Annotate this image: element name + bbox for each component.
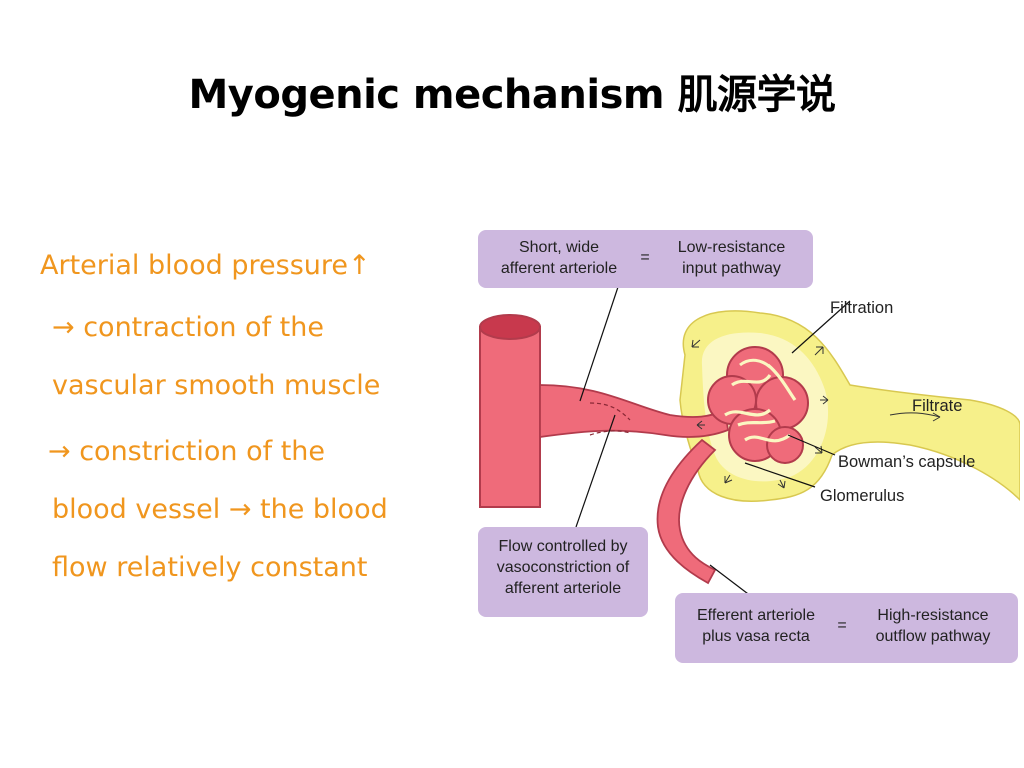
- top-box: Short, wide afferent arteriole = Low-res…: [478, 230, 813, 288]
- text-line-1: Arterial blood pressure↑: [40, 250, 371, 281]
- nephron-diagram: Short, wide afferent arteriole = Low-res…: [470, 225, 1020, 670]
- artery-cylinder: [479, 326, 541, 508]
- text-line-6: flow relatively constant: [52, 552, 368, 583]
- text-line-4: → constriction of the: [48, 436, 326, 467]
- left-box: Flow controlled by vasoconstriction of a…: [478, 527, 648, 617]
- bottom-box: Efferent arteriole plus vasa recta = Hig…: [675, 593, 1018, 663]
- nephron-illustration: [479, 286, 1020, 604]
- top-box-equals: =: [640, 249, 650, 266]
- artery-opening: [479, 314, 541, 340]
- label-filtrate: Filtrate: [912, 397, 963, 415]
- label-bowmans-capsule: Bowman’s capsule: [838, 453, 976, 471]
- efferent-arteriole: [656, 438, 717, 585]
- text-line-2: → contraction of the: [52, 312, 324, 343]
- slide-title: Myogenic mechanism 肌源学说: [188, 72, 836, 118]
- left-box-text: Flow controlled by vasoconstriction of a…: [496, 538, 630, 597]
- bottom-box-left-text: Efferent arteriole plus vasa recta: [697, 607, 815, 645]
- label-glomerulus: Glomerulus: [820, 487, 905, 505]
- text-line-3: vascular smooth muscle: [52, 370, 381, 401]
- bottom-box-equals: =: [837, 617, 847, 634]
- text-line-5: blood vessel → the blood: [52, 494, 388, 525]
- label-filtration: Filtration: [830, 299, 894, 317]
- top-box-right-text: Low-resistance input pathway: [677, 239, 786, 277]
- top-box-left-text: Short, wide afferent arteriole: [500, 239, 618, 277]
- filtrate-arrows: [691, 339, 941, 489]
- bottom-box-right-text: High-resistance outflow pathway: [875, 607, 991, 645]
- glomerulus-tuft: [707, 346, 809, 464]
